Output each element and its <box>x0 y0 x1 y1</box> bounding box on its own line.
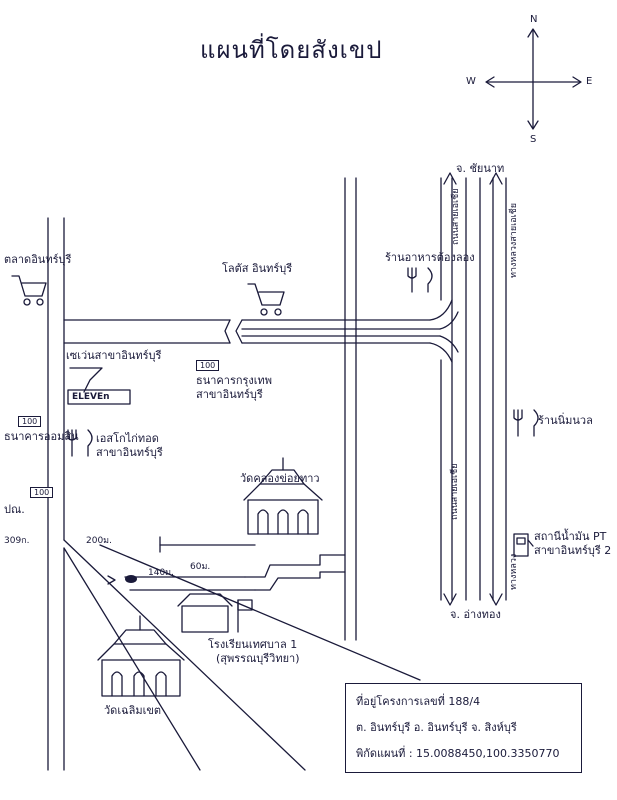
chainat-label: จ. ชัยนาท <box>456 162 505 175</box>
temple-top-label: วัดคลองข่อยทาว <box>240 472 320 485</box>
gas-station-branch-label: สาขาอินทร์บุรี 2 <box>534 544 612 557</box>
school-icon <box>177 593 253 633</box>
post-label: ปณ. <box>4 503 25 516</box>
road-label-vertical-4: ทางหลวง <box>509 553 519 590</box>
right-highway <box>440 172 507 606</box>
distance-60-label: 60ม. <box>190 562 211 572</box>
middle-vertical-road <box>344 177 357 641</box>
distance-140-label: 140ม. <box>148 568 174 578</box>
restaurant-mid-label: เอสโกไก่ทอด <box>96 432 159 445</box>
restaurant-mid-icon <box>67 429 93 457</box>
road-label-vertical-1: ถนนสายเอเชีย <box>451 188 461 245</box>
compass-south-label: S <box>530 134 537 145</box>
seven-eleven-logo-text: ELEVEn <box>72 392 110 402</box>
lower-roads <box>63 536 421 771</box>
compass-west-label: W <box>466 76 476 87</box>
lotus-label: โลตัส อินทร์บุรี <box>222 262 293 275</box>
distance-200-label: 200ม. <box>86 536 112 546</box>
school-label: โรงเรียนเทศบาล 1 <box>208 638 298 651</box>
school-sub-label: (สุพรรณบุรีวิทยา) <box>216 652 300 665</box>
address-info-box: ที่อยู่โครงการเลขที่ 188/4 ต. อินทร์บุรี… <box>345 683 582 773</box>
address-line-1: ที่อยู่โครงการเลขที่ 188/4 <box>356 695 481 708</box>
lotus-cart-icon <box>247 283 285 316</box>
sign-100-left: 100 <box>18 416 42 427</box>
right-restaurant-label: ร้านนิ่มนวล <box>538 414 593 427</box>
road-label-vertical-3: ทางหลวงสายเอเชีย <box>509 202 519 278</box>
coordinates-line: พิกัดแผนที่ : 15.0088450,100.3350770 <box>356 747 560 760</box>
seven-eleven-logo <box>67 367 131 405</box>
address-line-2: ต. อินทร์บุรี อ. อินทร์บุรี จ. สิงห์บุรี <box>356 721 517 734</box>
temple-top-icon <box>243 457 323 535</box>
road-309-label: 309ก. <box>4 536 30 546</box>
compass-north-label: N <box>530 14 538 25</box>
restaurant-mid-branch-label: สาขาอินทร์บุรี <box>96 446 163 459</box>
compass-rose <box>485 28 582 130</box>
market-cart-icon <box>11 275 47 306</box>
compass-east-label: E <box>586 76 593 87</box>
bank2-label: ธนาคารกรุงเทพ <box>196 374 273 387</box>
sign-100-top: 100 <box>196 360 220 371</box>
bank2-branch-label: สาขาอินทร์บุรี <box>196 388 263 401</box>
angthong-label: จ. อ่างทอง <box>450 608 501 621</box>
temple-bottom-label: วัดเฉลิมเขต <box>104 704 161 717</box>
gas-station-label: สถานีน้ำมัน PT <box>534 530 607 543</box>
bank-label: ธนาคารออมสิน <box>4 430 79 443</box>
map-title: แผนที่โดยสังเขป <box>200 36 383 64</box>
seven-eleven-branch-label: เซเว่นสาขาอินทร์บุรี <box>66 349 162 362</box>
restaurant-top-icon <box>407 267 433 293</box>
restaurant-right-icon <box>513 409 539 437</box>
car-icon <box>125 575 137 583</box>
sign-100-post: 100 <box>30 487 54 498</box>
east-west-road <box>63 299 459 363</box>
gas-station-icon <box>513 533 534 557</box>
restaurant-top-label: ร้านอาหารต้องลอง <box>385 251 475 264</box>
road-label-vertical-2: ถนนสายเอเชีย <box>450 463 460 520</box>
market-label: ตลาดอินทร์บุรี <box>4 253 72 266</box>
temple-bottom-icon <box>97 615 185 697</box>
